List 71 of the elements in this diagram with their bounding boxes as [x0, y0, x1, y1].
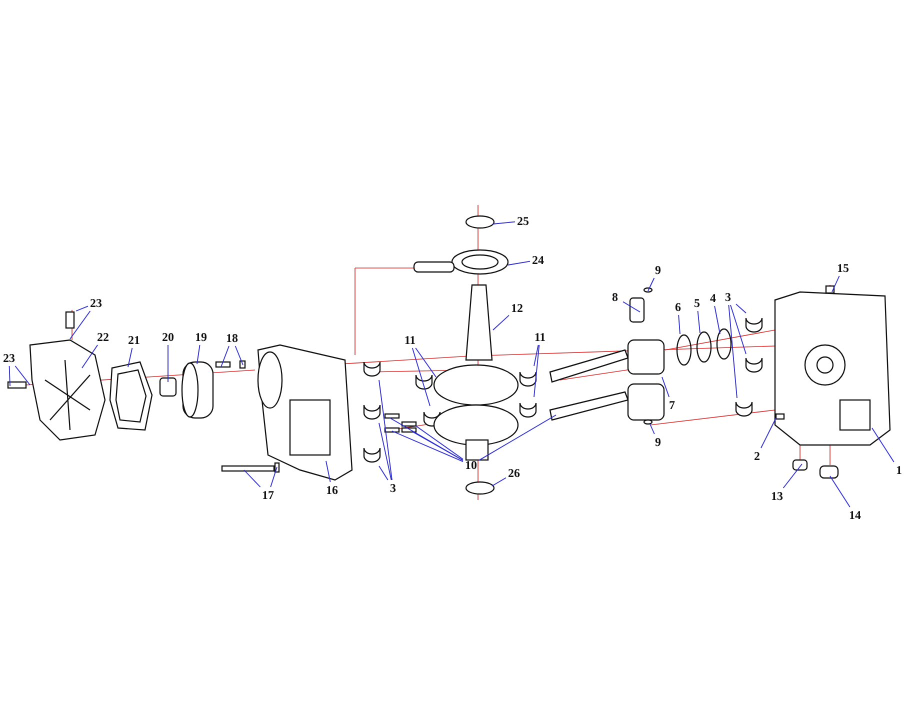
leader-line: [662, 376, 670, 398]
leader-line: [392, 430, 464, 462]
callout-number: 12: [511, 301, 523, 315]
leader-line: [736, 304, 746, 314]
leader-line: [8, 366, 10, 386]
leader-line: [220, 346, 230, 368]
leader-line: [872, 428, 894, 462]
leader-line: [326, 460, 331, 482]
leader-line: [270, 466, 278, 488]
callout-number: 11: [404, 333, 416, 347]
callout-number: 3: [390, 481, 396, 495]
callout-number: 23: [3, 351, 15, 365]
callout-number: 3: [725, 290, 731, 304]
leader-line: [492, 477, 506, 486]
callout-number: 17: [262, 488, 274, 502]
leader-line: [378, 466, 388, 480]
callout-number: 24: [532, 253, 544, 267]
callout-number: 21: [128, 333, 140, 347]
leader-line: [730, 304, 746, 354]
leader-line: [128, 348, 133, 368]
leader-line: [412, 432, 464, 461]
leader-line: [244, 470, 261, 488]
leader-line: [650, 424, 655, 434]
callout-number: 26: [508, 466, 520, 480]
leader-line: [508, 260, 530, 266]
leader-line: [648, 278, 655, 292]
callout-number: 5: [694, 296, 700, 310]
callout-number: 9: [655, 263, 661, 277]
leader-line: [760, 418, 776, 448]
leader-line: [534, 344, 539, 366]
callout-number: 8: [612, 290, 618, 304]
leader-line: [782, 464, 802, 488]
leader-line: [697, 310, 700, 334]
callout-number: 13: [771, 489, 783, 503]
leader-line: [416, 426, 464, 460]
callout-number: 2: [754, 449, 760, 463]
leader-line: [378, 380, 392, 480]
leader-line: [415, 348, 436, 378]
callout-number: 7: [669, 398, 675, 412]
leader-line: [196, 344, 200, 364]
leader-line: [830, 476, 850, 508]
callout-number: 10: [465, 458, 477, 472]
callout-number: 16: [326, 483, 338, 497]
callout-number: 20: [162, 330, 174, 344]
callout-number: 6: [675, 300, 681, 314]
callout-number: 25: [517, 214, 529, 228]
leader-line: [832, 276, 840, 292]
callout-number: 1: [896, 463, 902, 477]
callout-number: 9: [655, 435, 661, 449]
leader-line: [492, 314, 510, 330]
leader-line: [234, 346, 244, 366]
leader-line: [76, 306, 88, 312]
callout-number: 11: [534, 330, 546, 344]
leader-line: [728, 304, 738, 398]
callout-number: 18: [226, 331, 238, 345]
leader-line: [412, 348, 430, 406]
leader-line: [14, 366, 30, 386]
callout-number: 22: [97, 330, 109, 344]
leader-line: [534, 344, 540, 398]
callout-number: 14: [849, 508, 861, 522]
leader-line: [70, 310, 91, 340]
callout-number: 19: [195, 330, 207, 344]
leader-line: [478, 414, 556, 461]
callout-number: 4: [710, 291, 716, 305]
leader-line: [378, 422, 392, 480]
leader-line: [714, 306, 720, 334]
leader-line: [678, 314, 680, 334]
leader-line: [492, 221, 516, 224]
leader-line: [622, 301, 640, 312]
callout-number: 23: [90, 296, 102, 310]
callout-number: 15: [837, 261, 849, 275]
